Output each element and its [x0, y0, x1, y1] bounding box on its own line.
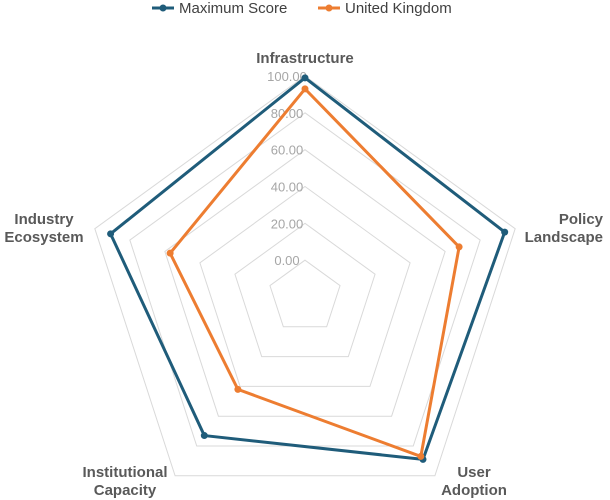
legend-label-0[interactable]: Maximum Score — [179, 0, 287, 17]
axis-label-4-line-1: Ecosystem — [4, 229, 83, 246]
grid-ring-0 — [269, 259, 341, 328]
axis-label-2-line-0: User — [457, 464, 491, 481]
series-line-1[interactable] — [168, 87, 461, 458]
series-0-point-0[interactable] — [301, 74, 309, 82]
tick-label-1: 20.00 — [271, 216, 304, 231]
series-line-0[interactable] — [109, 76, 507, 461]
series-0-point-1[interactable] — [501, 228, 509, 236]
grid-ring-2 — [199, 185, 411, 387]
radial-tick-labels: 0.00 20.00 40.00 60.00 80.00 100.00 — [267, 69, 307, 268]
tick-label-4: 80.00 — [271, 106, 304, 121]
tick-label-0: 0.00 — [274, 253, 299, 268]
axis-label-3-line-0: Institutional — [83, 464, 168, 481]
axis-label-2-line-1: Adoption — [441, 482, 507, 499]
series-0-point-3[interactable] — [200, 432, 208, 440]
series-1-point-2[interactable] — [417, 452, 425, 460]
series-1-point-4[interactable] — [166, 249, 174, 257]
series-1-point-0[interactable] — [301, 85, 309, 93]
legend-swatch-marker-1[interactable] — [325, 4, 333, 12]
axis-label-0-line-0: Infrastructure — [256, 50, 354, 67]
radar-grid — [94, 75, 516, 477]
tick-label-2: 40.00 — [271, 180, 304, 195]
grid-ring-3 — [164, 149, 446, 417]
axis-label-4-line-0: Industry — [14, 211, 74, 228]
axis-label-1-line-0: Policy — [559, 211, 604, 228]
tick-label-5: 100.00 — [267, 69, 307, 84]
legend-swatch-marker-0[interactable] — [159, 4, 167, 12]
legend-label-1[interactable]: United Kingdom — [345, 0, 452, 17]
grid-ring-1 — [234, 222, 376, 358]
axis-label-3-line-1: Capacity — [94, 482, 157, 499]
series-1-point-3[interactable] — [234, 385, 242, 393]
axis-label-1-line-1: Landscape — [525, 229, 603, 246]
series-0-point-4[interactable] — [107, 230, 115, 238]
series-1-point-1[interactable] — [455, 243, 463, 251]
axis-labels: InfrastructurePolicyLandscapeUserAdoptio… — [4, 50, 603, 499]
legend[interactable]: Maximum Score United Kingdom — [152, 0, 452, 17]
radar-series — [107, 74, 509, 463]
tick-label-3: 60.00 — [271, 143, 304, 158]
grid-ring-5 — [94, 75, 516, 477]
